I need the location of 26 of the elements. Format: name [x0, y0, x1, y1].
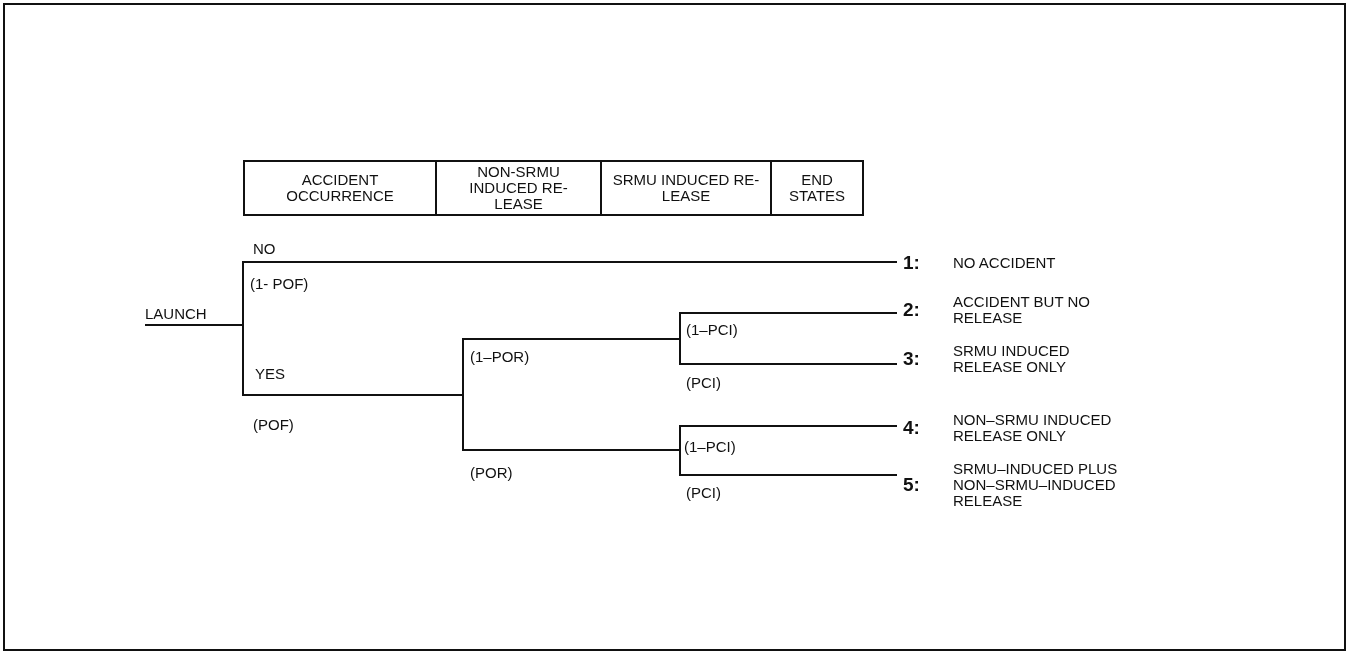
- branch-label: (1–PCI): [686, 321, 738, 338]
- branch-label: (1–POR): [470, 348, 530, 365]
- column-header: NON-SRMU INDUCED RE- LEASE: [435, 160, 602, 216]
- branch-label: (POR): [470, 464, 513, 481]
- initiating-event-label: LAUNCH: [145, 305, 239, 325]
- event-tree-branch: [144, 324, 898, 476]
- branch-label: NO: [253, 240, 276, 257]
- branch-label: (1–PCI): [684, 438, 736, 455]
- end-state-number: 4:: [902, 420, 921, 436]
- branch-label: (1- POF): [250, 275, 309, 292]
- column-header: SRMU INDUCED RE- LEASE: [600, 160, 772, 216]
- end-state-number: 5:: [902, 477, 921, 493]
- branch-label: (PCI): [686, 374, 721, 391]
- end-state-text: SRMU–INDUCED PLUS NON–SRMU–INDUCED RELEASE: [953, 461, 1119, 509]
- column-header: ACCIDENT OCCURRENCE: [243, 160, 437, 216]
- branch-label: (PCI): [686, 484, 721, 501]
- end-state-number: 3:: [902, 351, 921, 367]
- end-state-text: NO ACCIDENT: [953, 255, 1057, 271]
- end-state-text: SRMU INDUCED RELEASE ONLY: [953, 343, 1071, 375]
- end-state-text: NON–SRMU INDUCED RELEASE ONLY: [953, 412, 1113, 444]
- end-state-number: 2:: [902, 302, 921, 318]
- branch-label: (POF): [253, 416, 294, 433]
- end-state-number: 1:: [902, 255, 921, 271]
- branch-label: YES: [255, 365, 285, 382]
- column-header: END STATES: [770, 160, 864, 216]
- end-state-text: ACCIDENT BUT NO RELEASE: [953, 294, 1091, 326]
